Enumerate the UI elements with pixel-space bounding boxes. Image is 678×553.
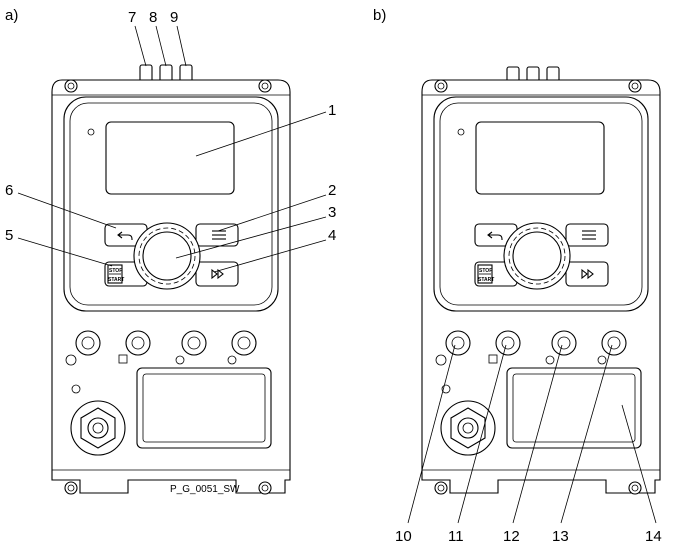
callout-5: 5 <box>5 227 13 244</box>
display-a <box>105 121 235 195</box>
callout-7: 7 <box>128 9 136 26</box>
callouts-b: 10 11 12 13 14 <box>395 344 662 545</box>
callout-13: 13 <box>552 528 569 545</box>
callouts-a: 7 8 9 1 2 3 4 6 5 <box>5 9 336 273</box>
corner-screws-b <box>434 79 642 495</box>
cable-gland-b <box>440 384 496 456</box>
stop-label-b: STOP <box>479 268 493 274</box>
start-label-a: START <box>108 277 124 283</box>
ground-icon <box>65 354 77 366</box>
callout-1: 1 <box>328 102 336 119</box>
cable-gland-a <box>70 384 126 456</box>
callout-14: 14 <box>645 528 662 545</box>
callout-2: 2 <box>328 182 336 199</box>
device-a: STOP START <box>51 64 291 495</box>
cover-plate-a <box>136 367 272 449</box>
start-label-b: START <box>478 277 494 283</box>
drawing-code: P_G_0051_SW <box>170 484 240 495</box>
stop-label-a: STOP <box>109 268 123 274</box>
sockets-b <box>445 330 627 356</box>
callout-3: 3 <box>328 204 336 221</box>
callout-10: 10 <box>395 528 412 545</box>
callout-9: 9 <box>170 9 178 26</box>
back-arrow-icon <box>117 231 133 240</box>
panel-a-label: a) <box>5 7 18 24</box>
rotary-knob-b[interactable] <box>503 222 571 290</box>
callout-4: 4 <box>328 227 336 244</box>
callout-8: 8 <box>149 9 157 26</box>
callout-12: 12 <box>503 528 520 545</box>
display-b <box>475 121 605 195</box>
corner-screws-a <box>64 79 272 495</box>
cover-plate-b <box>506 367 642 449</box>
device-b: STOP START <box>421 66 661 495</box>
callout-6: 6 <box>5 182 13 199</box>
flow-sensor-icon <box>227 355 237 365</box>
rotary-knob-a[interactable] <box>133 222 201 290</box>
callout-11: 11 <box>448 528 464 545</box>
panel-b-label: b) <box>373 7 386 24</box>
level-switch-icon <box>175 355 185 365</box>
sockets-a <box>75 330 257 356</box>
relay-output-icon <box>118 354 128 364</box>
